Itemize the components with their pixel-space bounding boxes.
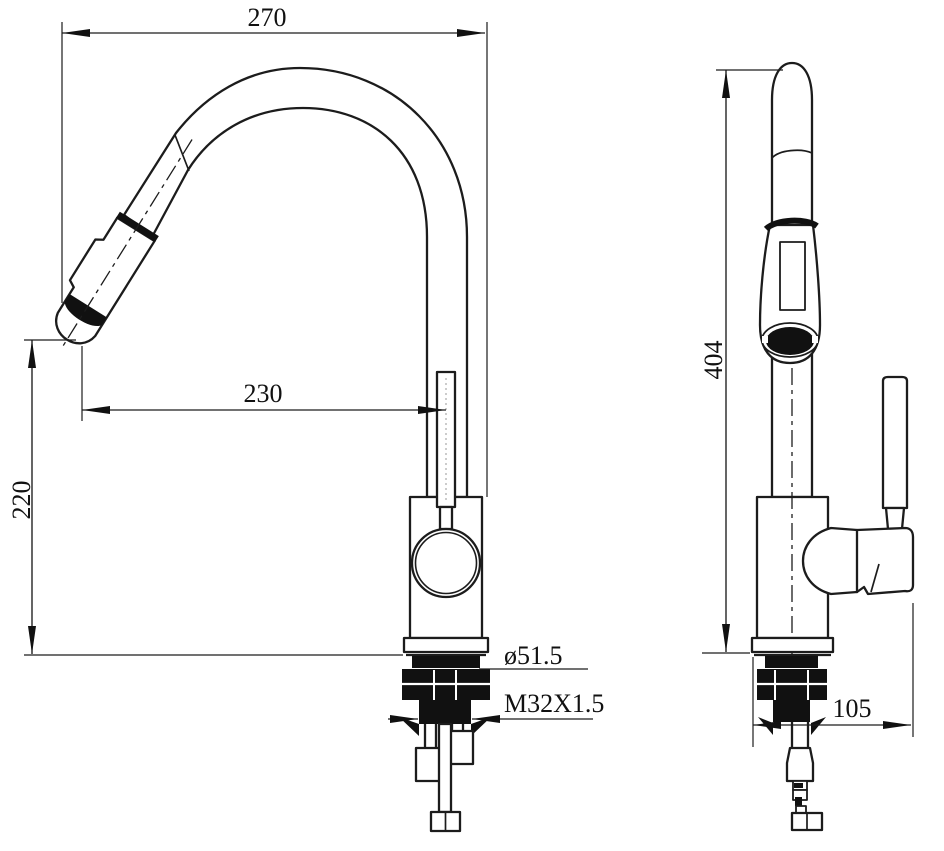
supply-hoses-front bbox=[414, 722, 475, 833]
aerator-face bbox=[766, 327, 814, 355]
dim-105-label: 105 bbox=[833, 694, 872, 723]
threaded-shank-side bbox=[773, 700, 810, 722]
spray-head-centerline bbox=[62, 139, 193, 347]
dim-220-label: 220 bbox=[7, 481, 36, 520]
side-view: 404 105 bbox=[699, 61, 915, 832]
tube-joint-line bbox=[771, 149, 813, 159]
dim-404-label: 404 bbox=[699, 341, 728, 380]
spray-head-body bbox=[54, 216, 156, 345]
mounting-hardware-side bbox=[755, 656, 829, 735]
spout-joint-line bbox=[174, 134, 190, 172]
housing-detail-line bbox=[870, 563, 880, 593]
spray-head-front bbox=[54, 139, 193, 347]
front-view: 270 230 220 ø51.5 M32X1.5 bbox=[7, 3, 604, 833]
sprayer-hose-tube bbox=[437, 722, 453, 814]
dim-thread-label: M32X1.5 bbox=[504, 689, 604, 718]
base-plate-side bbox=[750, 636, 835, 654]
spray-head-button bbox=[779, 241, 806, 311]
handle-pivot-housing bbox=[855, 526, 915, 596]
spray-head-side bbox=[758, 217, 822, 365]
cartridge-cap-inner bbox=[414, 531, 478, 595]
base-plate-front bbox=[402, 636, 490, 654]
sprayer-hose-side bbox=[785, 722, 824, 832]
handle-lever-connector bbox=[884, 506, 906, 531]
threaded-shank bbox=[419, 700, 471, 724]
handle-stem bbox=[438, 505, 454, 531]
gooseneck-spout bbox=[122, 66, 469, 499]
handle-cone-joint bbox=[801, 526, 862, 596]
dim-230-label: 230 bbox=[244, 379, 283, 408]
handle-lever bbox=[881, 375, 909, 510]
dimensions-front: 270 230 220 ø51.5 M32X1.5 bbox=[7, 3, 604, 723]
spray-head-collar-side bbox=[763, 217, 819, 232]
dim-diameter-label: ø51.5 bbox=[504, 641, 563, 670]
mounting-hardware-front bbox=[399, 656, 491, 736]
cartridge-cap-outer bbox=[410, 527, 482, 599]
dimensions-side: 404 105 bbox=[699, 69, 914, 747]
dim-270-label: 270 bbox=[248, 3, 287, 32]
